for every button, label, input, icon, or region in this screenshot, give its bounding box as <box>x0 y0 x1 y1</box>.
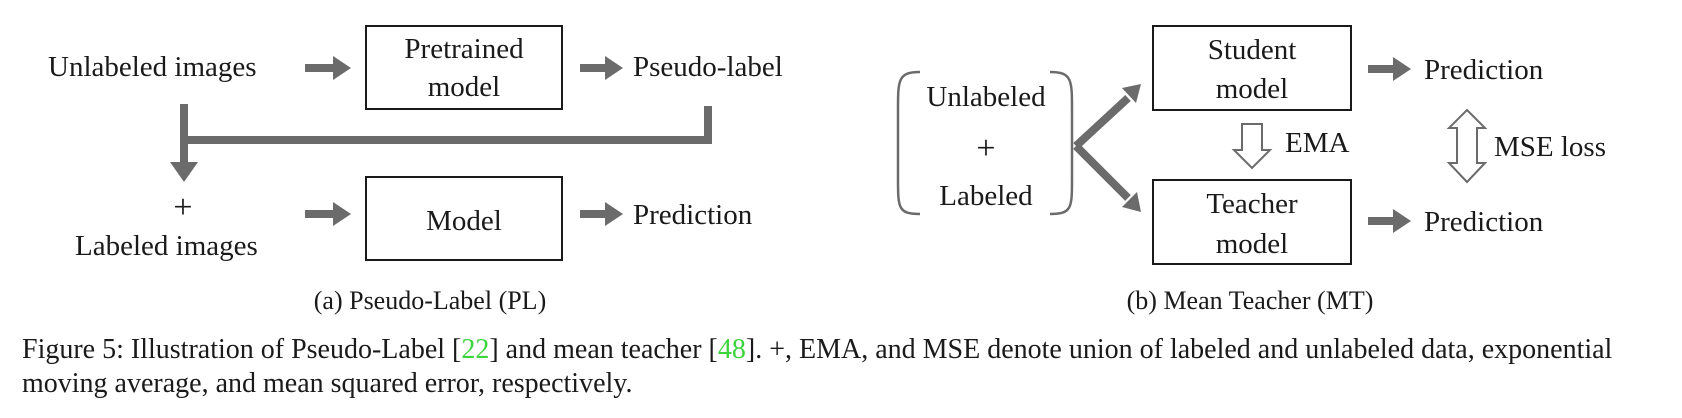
model-box <box>365 176 563 261</box>
arrow-to-prediction-bottom <box>1368 209 1411 233</box>
reference-link-22[interactable]: 22 <box>461 334 490 365</box>
prediction-label-top: Prediction <box>1424 54 1544 86</box>
model-label: Model <box>426 205 502 237</box>
teacher-model-label-line1: Teacher <box>1206 188 1298 220</box>
ema-label: EMA <box>1285 127 1350 159</box>
split-arrows <box>1073 84 1141 212</box>
student-model-label-line2: model <box>1216 73 1289 105</box>
teacher-model-label-line2: model <box>1216 228 1289 260</box>
arrow-to-model <box>305 202 351 226</box>
pretrained-model-box <box>365 25 563 110</box>
labeled-images-label: Labeled images <box>75 230 258 262</box>
reference-link-48[interactable]: 48 <box>717 334 746 365</box>
labeled-label: Labeled <box>939 180 1033 212</box>
arrow-to-prediction-a <box>580 202 623 226</box>
arrow-to-pretrained <box>305 56 351 80</box>
pretrained-model-label-line2: model <box>428 71 501 103</box>
pseudo-label-label: Pseudo-label <box>633 51 783 83</box>
unlabeled-images-label: Unlabeled images <box>48 51 257 83</box>
unlabeled-label: Unlabeled <box>926 81 1046 113</box>
student-model-label-line1: Student <box>1208 34 1297 66</box>
figure-caption: Figure 5: Illustration of Pseudo-Label [… <box>22 333 1662 401</box>
mse-loss-label: MSE loss <box>1494 131 1606 163</box>
left-paren <box>896 70 921 216</box>
pretrained-model-label-line1: Pretrained <box>404 33 524 65</box>
ema-arrow <box>1231 123 1273 170</box>
pseudo-label-feedback-arrow <box>170 104 712 182</box>
prediction-label-a: Prediction <box>633 199 753 231</box>
subcaption-b: (b) Mean Teacher (MT) <box>1127 286 1374 315</box>
union-plus-sign-b: + <box>976 130 995 167</box>
student-model-box <box>1152 25 1352 111</box>
prediction-label-bottom: Prediction <box>1424 206 1544 238</box>
pseudo-label-diagram: Unlabeled images Pretrained model Pseudo… <box>48 25 783 315</box>
union-plus-sign: + <box>173 189 192 226</box>
caption-middle: ] and mean teacher [ <box>489 334 718 365</box>
mean-teacher-diagram: Unlabeled + Labeled Student model Teache… <box>896 25 1606 315</box>
teacher-model-box <box>1152 179 1352 265</box>
right-paren <box>1049 70 1074 216</box>
arrow-to-prediction-top <box>1368 57 1411 81</box>
caption-prefix: Figure 5: Illustration of Pseudo-Label [ <box>22 334 462 365</box>
subcaption-a: (a) Pseudo-Label (PL) <box>314 286 546 315</box>
mse-double-arrow <box>1446 108 1488 184</box>
arrow-to-pseudo-label <box>580 56 623 80</box>
caption-suffix: ]. +, EMA, and MSE denote union of label… <box>22 334 1613 399</box>
